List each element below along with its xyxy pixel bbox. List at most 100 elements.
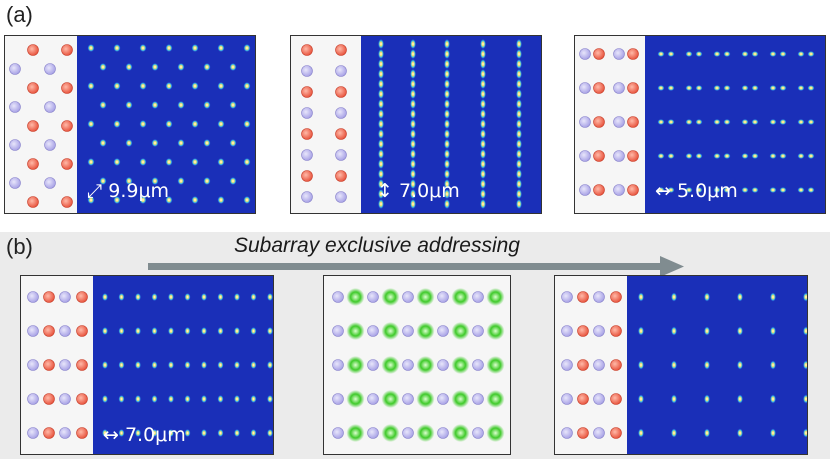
- tweezer-spot: [378, 179, 384, 189]
- tweezer-spot: [723, 187, 731, 193]
- tweezer-spot: [229, 139, 237, 147]
- tweezer-spot: [234, 429, 240, 437]
- tweezer-spot: [657, 85, 665, 91]
- tweezer-spot: [378, 49, 384, 59]
- tweezer-spot: [99, 63, 107, 71]
- atom-red-icon: [43, 291, 55, 303]
- atom-lavender-icon: [613, 150, 625, 162]
- tweezer-spot: [779, 187, 787, 193]
- fluorescence-image: [645, 36, 825, 213]
- addressed-atom-icon: [486, 288, 505, 306]
- atom-red-icon: [301, 86, 313, 98]
- tweezer-spot: [410, 69, 416, 79]
- atom-red-icon: [43, 359, 55, 371]
- tweezer-spot: [770, 428, 776, 438]
- tweezer-spot: [151, 177, 159, 185]
- panel-b3-figure: [561, 276, 807, 454]
- tweezer-spot: [638, 360, 644, 370]
- atom-lavender-icon: [437, 427, 449, 439]
- tweezer-spot: [201, 327, 207, 335]
- tweezer-spot: [516, 199, 522, 209]
- tweezer-spot: [139, 120, 147, 128]
- addressed-atom-icon: [416, 288, 435, 306]
- addressed-atom-icon: [486, 424, 505, 442]
- tweezer-spot: [516, 59, 522, 69]
- tweezer-spot: [139, 158, 147, 166]
- tweezer-spot: [516, 129, 522, 139]
- tweezer-spot: [769, 51, 777, 57]
- tweezer-spot: [118, 293, 125, 301]
- tweezer-spot: [516, 89, 522, 99]
- tweezer-spot: [102, 361, 108, 369]
- tweezer-spot: [378, 169, 384, 179]
- tweezer-spot: [444, 139, 450, 149]
- atom-lavender-icon: [367, 427, 379, 439]
- atom-lavender-icon: [437, 291, 449, 303]
- tweezer-spot: [378, 79, 384, 89]
- atom-lavender-icon: [561, 359, 573, 371]
- atom-red-icon: [577, 291, 589, 303]
- tweezer-spot: [139, 82, 147, 90]
- addressed-atom-icon: [381, 288, 400, 306]
- atom-lavender-icon: [367, 393, 379, 405]
- scale-arrow-icon: ↔: [655, 180, 671, 202]
- tweezer-spot: [250, 327, 257, 335]
- tweezer-spot: [704, 360, 710, 370]
- addressed-atom-icon: [346, 424, 365, 442]
- tweezer-spot: [118, 327, 125, 335]
- atom-lavender-icon: [579, 116, 591, 128]
- tweezer-spot: [113, 158, 121, 166]
- fluorescence-image: [361, 36, 541, 213]
- atom-lavender-icon: [301, 65, 313, 77]
- scale-arrow-icon: ↕: [377, 180, 393, 202]
- atom-red-icon: [627, 184, 639, 196]
- atom-lavender-icon: [9, 177, 21, 189]
- fluorescence-image: [627, 276, 807, 454]
- tweezer-spot: [139, 196, 147, 204]
- tweezer-spot: [217, 361, 224, 369]
- tweezer-spot: [243, 120, 251, 128]
- atom-lavender-icon: [561, 325, 573, 337]
- atom-red-icon: [301, 128, 313, 140]
- tweezer-spot: [480, 59, 486, 69]
- tweezer-spot: [234, 293, 240, 301]
- atom-lavender-icon: [613, 116, 625, 128]
- tweezer-spot: [165, 158, 173, 166]
- tweezer-spot: [444, 159, 450, 169]
- tweezer-spot: [480, 89, 486, 99]
- atom-lavender-icon: [593, 393, 605, 405]
- scale-label-b1: 7.0μm: [124, 424, 186, 446]
- tweezer-spot: [695, 85, 703, 91]
- addressed-atom-icon: [346, 288, 365, 306]
- tweezer-spot: [151, 327, 158, 335]
- atom-lavender-icon: [593, 359, 605, 371]
- tweezer-spot: [165, 44, 173, 52]
- tweezer-spot: [378, 99, 384, 109]
- tweezer-spot: [516, 109, 522, 119]
- tweezer-spot: [410, 139, 416, 149]
- tweezer-spot: [125, 101, 133, 109]
- atom-lavender-icon: [301, 191, 313, 203]
- atom-lavender-icon: [367, 359, 379, 371]
- tweezer-spot: [250, 429, 257, 437]
- tweezer-spot: [243, 158, 251, 166]
- addressed-atom-icon: [486, 356, 505, 374]
- atom-lavender-icon: [44, 101, 56, 113]
- panel-b-label: (b): [6, 234, 33, 259]
- tweezer-spot: [102, 293, 108, 301]
- atom-red-icon: [27, 196, 39, 208]
- atom-red-icon: [335, 128, 347, 140]
- addressed-atom-icon: [416, 322, 435, 340]
- atom-red-icon: [627, 82, 639, 94]
- tweezer-spot: [203, 101, 211, 109]
- tweezer-spot: [184, 395, 191, 403]
- atom-lavender-icon: [332, 427, 344, 439]
- tweezer-spot: [741, 85, 749, 91]
- tweezer-spot: [102, 327, 108, 335]
- scale-label-a1: 9.9μm: [108, 180, 170, 202]
- atom-lavender-icon: [579, 48, 591, 60]
- atom-lavender-icon: [613, 184, 625, 196]
- atom-lavender-icon: [27, 325, 39, 337]
- tweezer-spot: [99, 139, 107, 147]
- atom-lavender-icon: [472, 325, 484, 337]
